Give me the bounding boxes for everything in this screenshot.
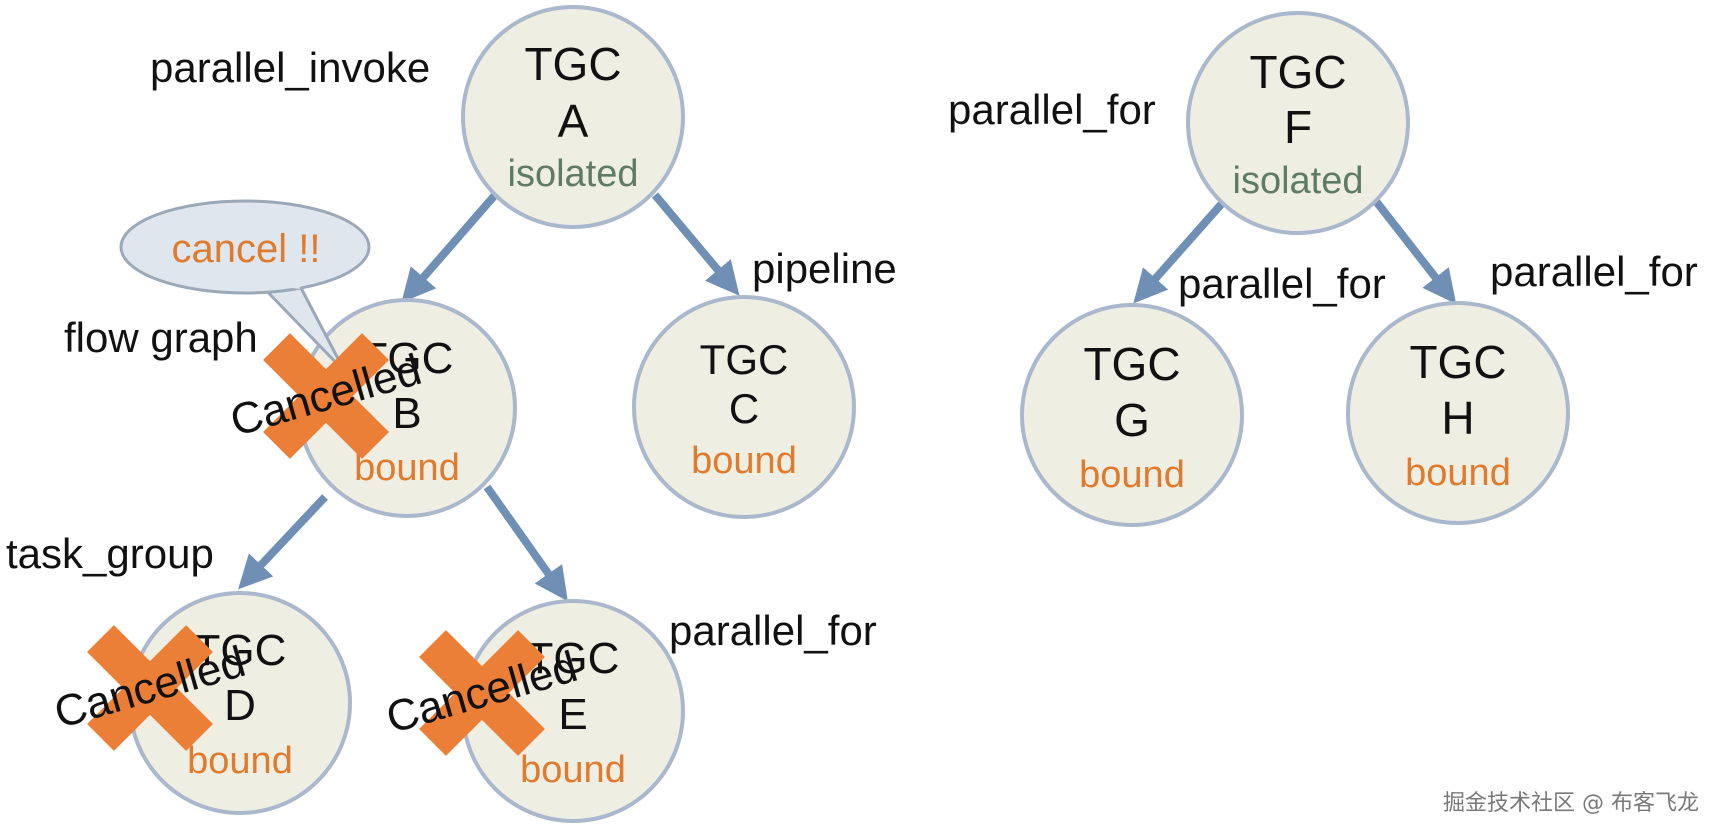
edge-f-g — [1133, 197, 1228, 304]
edge-a-b — [401, 192, 499, 303]
node-g-id: G — [1114, 394, 1150, 446]
label-parallel-for-g: parallel_for — [1178, 260, 1386, 307]
label-parallel-for-e: parallel_for — [669, 607, 877, 654]
label-pipeline: pipeline — [752, 245, 897, 292]
label-task-group: task_group — [6, 530, 214, 577]
node-c-status: bound — [691, 440, 797, 482]
node-h-id: H — [1441, 392, 1474, 444]
node-h-title: TGC — [1409, 336, 1506, 388]
node-e-id: E — [558, 690, 587, 739]
node-tgc-a: TGC A isolated — [461, 5, 685, 229]
edge-b-e — [483, 484, 568, 602]
cancel-callout: cancel !! — [119, 199, 371, 374]
node-c-title: TGC — [700, 336, 789, 383]
node-a-status: isolated — [508, 153, 639, 195]
node-g-title: TGC — [1083, 338, 1180, 390]
node-tgc-c: TGC C bound — [632, 295, 856, 519]
node-tgc-h: TGC H bound — [1346, 301, 1570, 525]
node-b-status: bound — [354, 447, 460, 489]
cancel-x-icon — [419, 630, 545, 756]
node-d-id: D — [224, 681, 256, 730]
node-a-id: A — [558, 95, 589, 147]
callout-text: cancel !! — [172, 227, 321, 271]
edge-f-h — [1371, 197, 1457, 304]
node-tgc-f: TGC F isolated — [1186, 11, 1410, 235]
watermark: 掘金技术社区 @ 布客飞龙 — [1443, 791, 1699, 816]
node-d-status: bound — [187, 740, 293, 782]
label-parallel-for-h: parallel_for — [1490, 248, 1698, 295]
edges — [238, 192, 1457, 602]
label-parallel-invoke: parallel_invoke — [150, 44, 430, 91]
cancel-x-icon — [263, 333, 389, 459]
node-g-status: bound — [1079, 454, 1185, 496]
node-tgc-g: TGC G bound — [1020, 303, 1244, 527]
node-c-id: C — [729, 385, 759, 432]
node-e-status: bound — [520, 749, 626, 791]
node-f-status: isolated — [1233, 160, 1364, 202]
node-b-id: B — [392, 389, 421, 438]
label-flow-graph: flow graph — [64, 314, 258, 361]
node-h-status: bound — [1405, 452, 1511, 494]
label-parallel-for-f: parallel_for — [948, 86, 1156, 133]
edge-b-d — [238, 494, 328, 590]
node-f-id: F — [1284, 101, 1312, 153]
cancel-x-icon — [87, 625, 213, 751]
edge-a-c — [651, 192, 740, 296]
algorithm-labels: parallel_invoke flow graph pipeline task… — [6, 44, 1698, 654]
node-f-title: TGC — [1249, 46, 1346, 98]
node-a-title: TGC — [524, 38, 621, 90]
